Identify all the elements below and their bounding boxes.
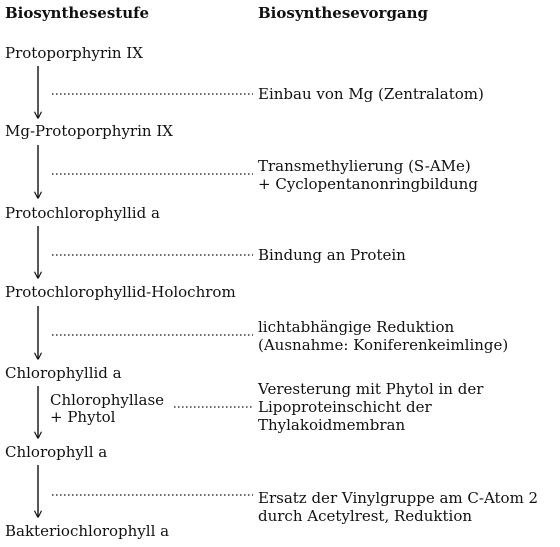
process-vinyl-replacement: Ersatz der Vinylgruppe am C-Atom 2 durch… [258, 489, 539, 525]
stage-bakteriochlorophyll-a: Bakteriochlorophyll a [5, 522, 170, 540]
stage-protoporphyrin-ix: Protoporphyrin IX [5, 44, 143, 62]
process-transmethylation: Transmethylierung (S-AMe) + Cyclopentano… [258, 157, 478, 193]
process-mg-insertion: Einbau von Mg (Zentralatom) [258, 85, 484, 103]
process-phytol-esterification: Veresterung mit Phytol in der Lipoprotei… [258, 380, 484, 434]
process-light-reduction: lichtabhängige Reduktion (Ausnahme: Koni… [258, 318, 509, 354]
stage-chlorophyllid-a: Chlorophyllid a [5, 364, 122, 382]
enzyme-chlorophyllase: Chlorophyllase + Phytol [50, 391, 165, 426]
stage-protochlorophyllid-holochrom: Protochlorophyllid-Holochrom [5, 283, 236, 301]
process-protein-binding: Bindung an Protein [258, 246, 406, 264]
stage-chlorophyll-a: Chlorophyll a [5, 443, 108, 461]
stage-protochlorophyllid-a: Protochlorophyllid a [5, 204, 160, 222]
header-process: Biosynthesevorgang [258, 4, 429, 22]
stage-mg-protoporphyrin-ix: Mg-Protoporphyrin IX [5, 122, 173, 140]
header-stage: Biosynthesestufe [5, 4, 150, 22]
